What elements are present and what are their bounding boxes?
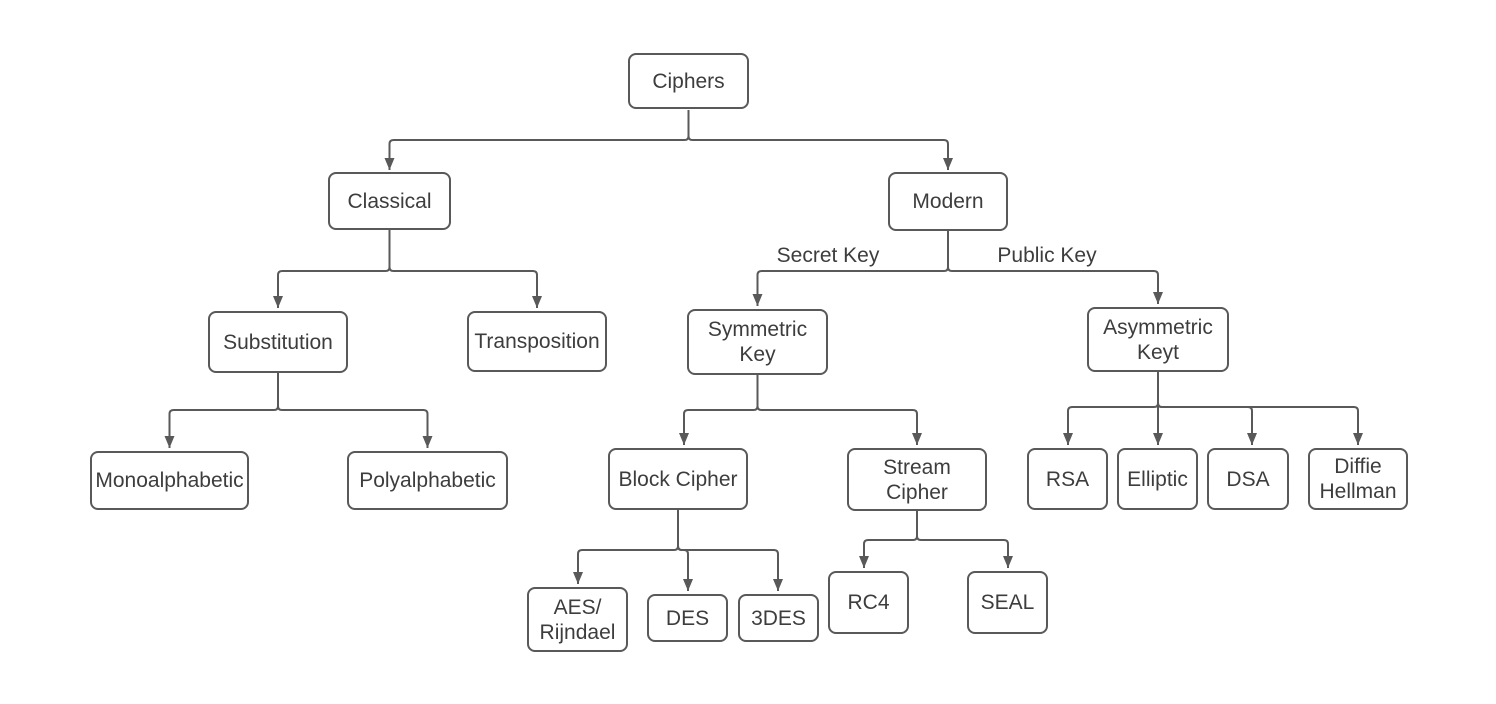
edge-symmetric-stream-cipher: [756, 375, 922, 445]
edge-label-public-key: Public Key: [994, 245, 1100, 267]
node-asymmetric-key: Asymmetric Keyt: [1087, 307, 1229, 372]
edge-classical-transposition: [388, 230, 542, 308]
edge-asymmetric-dsa: [1157, 372, 1257, 445]
node-rc4: RC4: [828, 571, 909, 634]
node-dsa: DSA: [1207, 448, 1289, 510]
edge-classical-substitution: [273, 230, 391, 308]
node-modern: Modern: [888, 172, 1008, 231]
edge-modern-asymmetric-key: [947, 231, 1163, 304]
node-aes-rijndael: AES/ Rijndael: [527, 587, 628, 652]
node-diffie-hellman: Diffie Hellman: [1308, 448, 1408, 510]
edge-label-secret-key: Secret Key: [773, 245, 883, 267]
edge-block-aes-rijndael: [573, 510, 679, 584]
node-ciphers: Ciphers: [628, 53, 749, 109]
edge-block-3des: [677, 510, 783, 591]
edge-symmetric-block-cipher: [679, 375, 759, 445]
edge-ciphers-modern: [687, 110, 953, 170]
edge-substitution-polyalphabetic: [277, 373, 433, 448]
node-transposition: Transposition: [467, 311, 607, 372]
node-monoalphabetic: Monoalphabetic: [90, 451, 249, 510]
node-symmetric-key: Symmetric Key: [687, 309, 828, 375]
edge-substitution-monoalphabetic: [164, 373, 279, 448]
edge-modern-symmetric-key: [752, 231, 949, 306]
node-classical: Classical: [328, 172, 451, 230]
node-substitution: Substitution: [208, 311, 348, 373]
edge-block-des: [677, 510, 693, 591]
node-3des: 3DES: [738, 594, 819, 642]
edge-stream-seal: [916, 511, 1013, 568]
edge-stream-rc4: [859, 511, 918, 568]
edge-ciphers-classical: [384, 110, 690, 170]
node-seal: SEAL: [967, 571, 1048, 634]
node-rsa: RSA: [1027, 448, 1108, 510]
node-des: DES: [647, 594, 728, 642]
edge-asymmetric-rsa: [1063, 372, 1159, 445]
node-elliptic: Elliptic: [1117, 448, 1198, 510]
node-stream-cipher: Stream Cipher: [847, 448, 987, 511]
edge-asymmetric-diffie-hellman: [1157, 372, 1363, 445]
node-polyalphabetic: Polyalphabetic: [347, 451, 508, 510]
node-block-cipher: Block Cipher: [608, 448, 748, 510]
